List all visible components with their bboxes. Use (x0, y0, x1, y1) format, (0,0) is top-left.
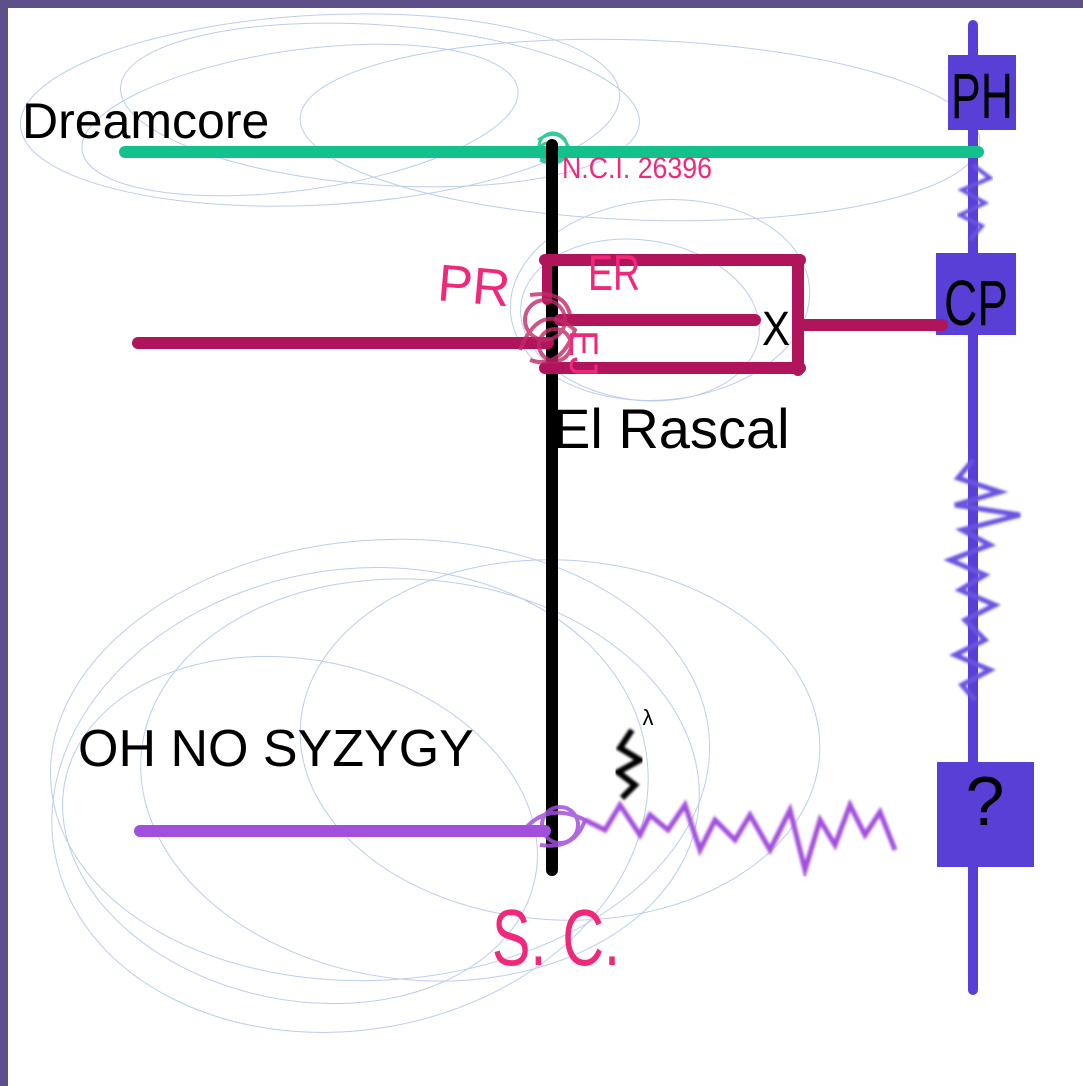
label-oh-no-syzygy: OH NO SYZYGY (78, 720, 474, 778)
label-er: ER (588, 245, 640, 301)
label-ph: PH (951, 60, 1013, 132)
background-scribbles (19, 13, 981, 1033)
label-nci: N.C.I. 26396 (562, 152, 712, 185)
diagram-canvas: PH CP ? PR ER EJ X λ Dreamcore N.C.I. 26… (8, 8, 1083, 1086)
box-question (937, 762, 1034, 867)
box-cp (936, 253, 1016, 335)
timeline-diagram: PH CP ? PR ER EJ X λ Dreamcore N.C.I. 26… (19, 13, 1034, 1033)
label-question: ? (966, 762, 1005, 840)
label-lambda: λ (643, 705, 654, 730)
zigzag-top (955, 163, 994, 242)
label-x: X (762, 303, 790, 356)
crimson-swirl (518, 292, 578, 364)
purple-swirl (518, 805, 588, 848)
label-cp: CP (944, 267, 1008, 339)
label-el-rascal: El Rascal (553, 397, 790, 460)
zigzag-middle (943, 458, 1021, 702)
label-pr: PR (436, 254, 513, 318)
black-zigzag (612, 728, 647, 801)
label-sc: S. C. (492, 893, 620, 982)
purple-zigzag (583, 798, 898, 880)
box-ph (948, 55, 1016, 130)
label-dreamcore: Dreamcore (22, 93, 269, 149)
label-ej: EJ (561, 330, 605, 377)
